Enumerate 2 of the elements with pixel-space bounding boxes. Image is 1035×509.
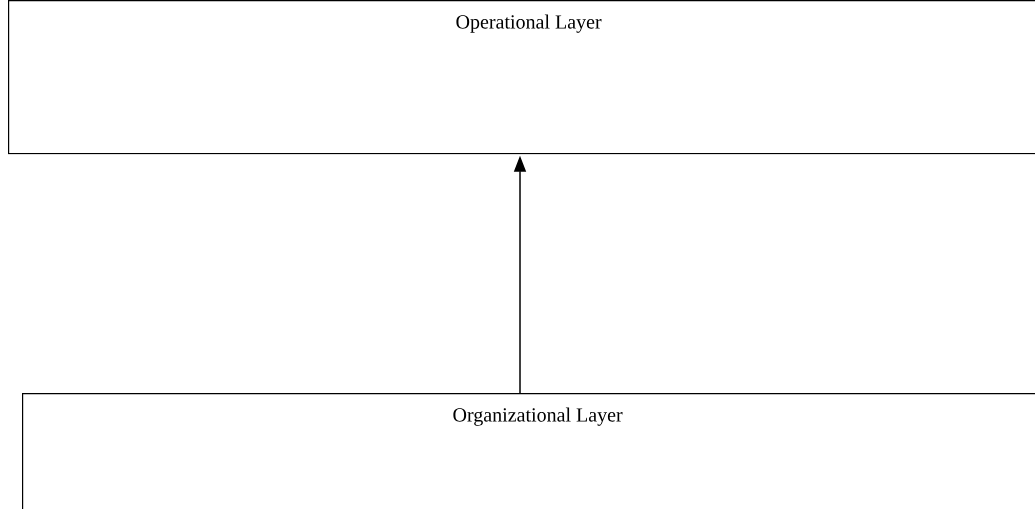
layer-box: Organizational Layer <box>22 393 1035 509</box>
layer-box: Operational Layer <box>8 0 1035 155</box>
